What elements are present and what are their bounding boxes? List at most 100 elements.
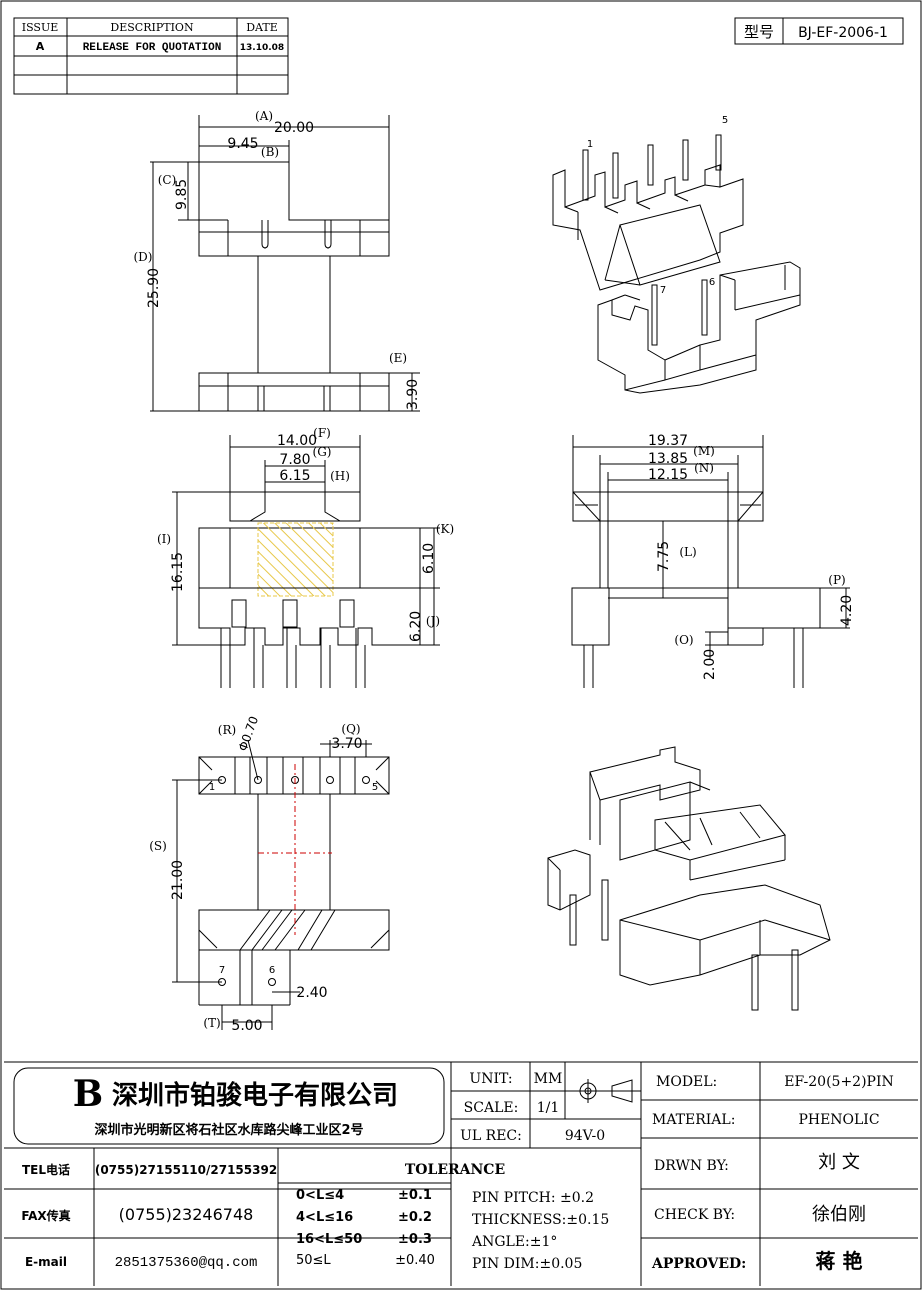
iso-pin-1: 1: [587, 139, 593, 150]
dim-e-tag: (E): [389, 351, 407, 365]
side-view: [571, 435, 850, 688]
material-value: PHENOLIC: [798, 1112, 879, 1128]
email-label: E-mail: [25, 1255, 67, 1269]
dim-r-value: Φ0.70: [236, 714, 262, 753]
dim-i-tag: (I): [157, 532, 171, 546]
fax-value: (0755)23246748: [119, 1205, 254, 1224]
isometric-view-bottom: [547, 746, 831, 1011]
unit-label: UNIT:: [469, 1071, 512, 1087]
dim-g-value: 7.80: [279, 452, 310, 468]
dim-j-value: 6.20: [408, 611, 424, 642]
iso-pin-5: 5: [722, 115, 728, 126]
dim-u-value: 2.40: [296, 985, 327, 1001]
dim-m-tag: (M): [693, 444, 715, 458]
dim-d-tag: (D): [134, 250, 153, 264]
dim-k-tag: (K): [436, 522, 454, 536]
top-view: [150, 115, 420, 412]
dim-a-tag: (A): [255, 109, 273, 123]
check-value: 徐伯刚: [812, 1204, 866, 1225]
isometric-view-top: [552, 134, 801, 394]
drawn-label: DRWN BY:: [654, 1158, 729, 1174]
scale-value: 1/1: [537, 1100, 560, 1116]
tel-label: TEL电话: [22, 1162, 70, 1177]
dim-n-tag: (N): [694, 461, 714, 475]
dim-b-tag: (B): [261, 145, 279, 159]
rev-header-issue: ISSUE: [22, 21, 59, 34]
tol-value-2: ±0.2: [398, 1210, 432, 1225]
rev-issue-a: A: [36, 40, 45, 53]
dim-d-value: 25.90: [146, 268, 162, 308]
tel-value: (0755)27155110/27155392: [95, 1163, 277, 1177]
dim-e-value: 3.90: [405, 379, 421, 410]
rev-header-description: DESCRIPTION: [110, 21, 194, 34]
tol-range-4: 50≤L: [296, 1253, 331, 1268]
dim-g-tag: (G): [313, 445, 332, 459]
company-address: 深圳市光明新区将石社区水库路尖峰工业区2号: [94, 1122, 363, 1138]
dim-r-tag: (R): [218, 723, 236, 737]
revision-table: [13, 17, 289, 95]
material-label: MATERIAL:: [652, 1112, 735, 1128]
ul-label: UL REC:: [460, 1128, 522, 1144]
dim-b-value: 9.45: [227, 136, 258, 152]
unit-value: MM: [534, 1071, 563, 1087]
tolerance-title: TOLERANCE: [405, 1162, 505, 1178]
dim-p-value: 4.20: [839, 595, 855, 626]
pin-label-1: 1: [209, 782, 215, 793]
rev-date-a: 13.10.08: [240, 43, 284, 53]
dim-h-value: 6.15: [279, 468, 310, 484]
company-logo: B: [73, 1073, 103, 1115]
tol-range-2: 4<L≤16: [296, 1210, 353, 1225]
dim-l-value: 7.75: [656, 541, 672, 572]
dim-f-tag: (F): [313, 426, 331, 440]
front-view: [172, 435, 440, 688]
email-value: 2851375360@qq.com: [115, 1255, 258, 1271]
model-label: MODEL:: [656, 1074, 717, 1090]
dim-s-value: 21.00: [170, 860, 186, 900]
dim-n-value: 13.85: [648, 451, 688, 467]
company-name: 深圳市铂骏电子有限公司: [112, 1080, 398, 1111]
dim-a-value: 20.00: [274, 120, 314, 136]
approved-label: APPROVED:: [651, 1256, 746, 1272]
part-label: 型号: [744, 23, 774, 41]
note-pin-dim: PIN DIM:±0.05: [472, 1256, 582, 1272]
part-number-box: [734, 17, 904, 45]
dim-o-value: 2.00: [702, 649, 718, 680]
approved-value: 蒋 艳: [816, 1249, 863, 1273]
dim-f-value: 14.00: [277, 433, 317, 449]
dim-q-tag: (Q): [341, 722, 360, 736]
rev-header-date: DATE: [246, 21, 278, 34]
tol-value-4: ±0.40: [395, 1253, 435, 1268]
iso-pin-6: 6: [709, 277, 715, 288]
dim-i-value: 16.15: [170, 552, 186, 592]
dim-c-value: 9.85: [174, 179, 190, 210]
tol-value-3: ±0.3: [398, 1232, 432, 1247]
dim-s-tag: (S): [149, 839, 167, 853]
dim-l-tag: (L): [679, 545, 696, 559]
scale-label: SCALE:: [464, 1100, 519, 1116]
check-label: CHECK BY:: [654, 1207, 735, 1223]
fax-label: FAX传真: [21, 1208, 70, 1223]
note-thickness: THICKNESS:±0.15: [472, 1212, 609, 1228]
dim-t-tag: (T): [203, 1016, 220, 1030]
pin-view: [172, 739, 390, 1030]
pin-label-7: 7: [219, 965, 225, 976]
dim-k-value: 6.10: [421, 543, 437, 574]
dim-m-value: 19.37: [648, 433, 688, 449]
iso-pin-7: 7: [660, 285, 666, 296]
tol-value-1: ±0.1: [398, 1188, 432, 1203]
dim-w-value: 12.15: [648, 467, 688, 483]
dim-j-tag: (J): [426, 614, 440, 628]
centerlines: [258, 764, 332, 935]
model-value: EF-20(5+2)PIN: [784, 1074, 894, 1090]
dim-t-value: 5.00: [231, 1018, 262, 1034]
dim-h-tag: (H): [330, 469, 350, 483]
pin-label-5: 5: [372, 782, 378, 793]
ul-value: 94V-0: [565, 1128, 605, 1144]
title-block-lines: [4, 1061, 918, 1286]
dim-p-tag: (P): [828, 573, 845, 587]
dim-c-tag: (C): [158, 173, 177, 187]
note-pin-pitch: PIN PITCH: ±0.2: [472, 1190, 594, 1206]
